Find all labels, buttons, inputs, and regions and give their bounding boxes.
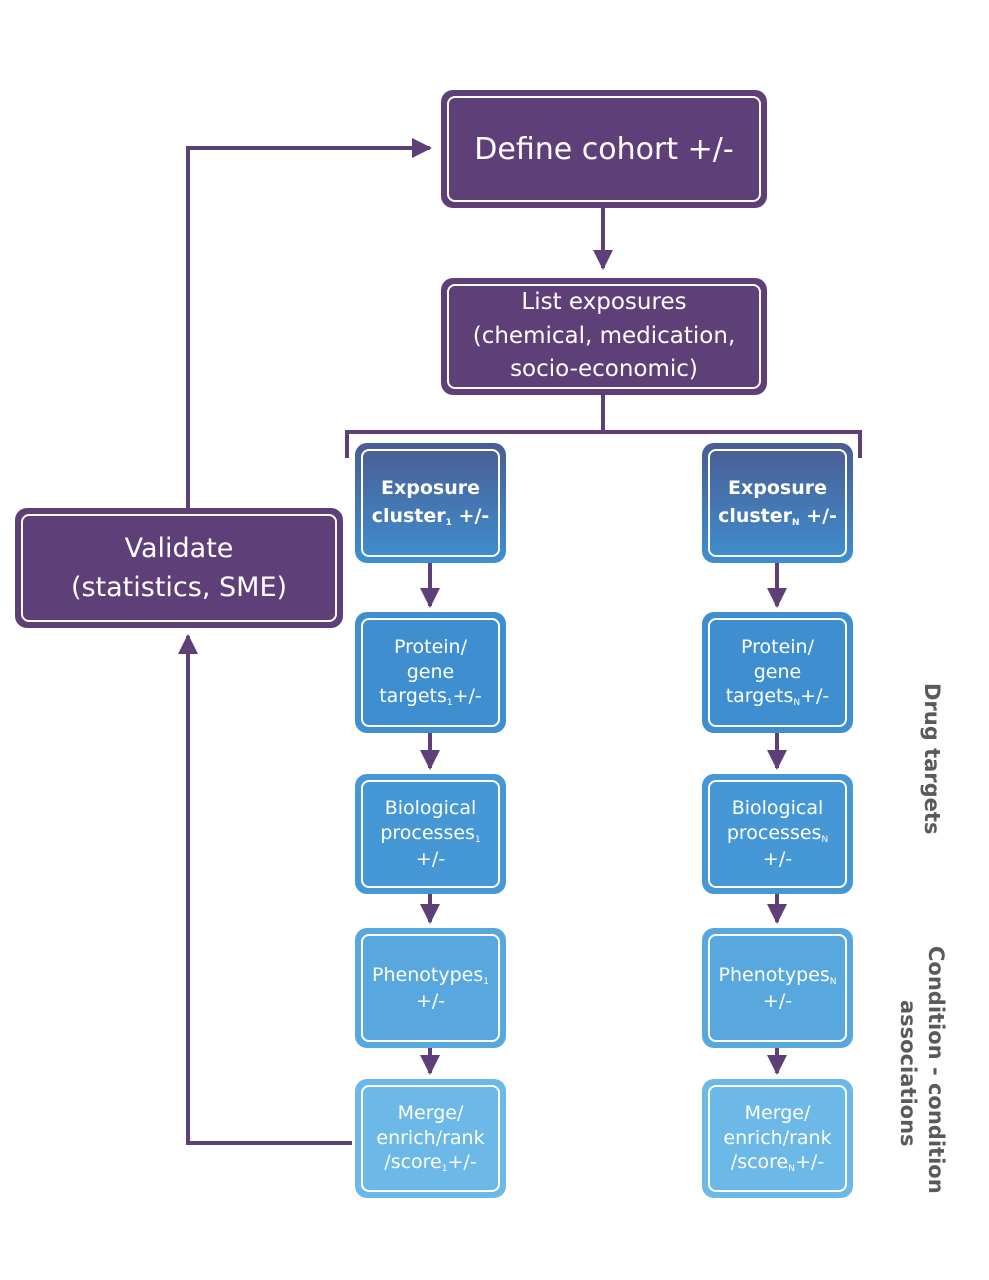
list-exposures-line-3: socio-economic) bbox=[510, 356, 698, 383]
protein-1-line-1: Protein/ bbox=[393, 635, 467, 658]
phenotypes-n-line-2: +/- bbox=[762, 989, 793, 1012]
define-cohort-label: Define cohort +/- bbox=[474, 131, 734, 167]
biological-1-line-3: +/- bbox=[415, 847, 446, 870]
phenotypes-n-line-1: PhenotypesN bbox=[718, 963, 837, 987]
protein-gene-targets-1-box: Protein/ gene targets1+/- bbox=[355, 612, 506, 733]
list-exposures-box: List exposures (chemical, medication, so… bbox=[441, 278, 767, 395]
merge-1-line-2: enrich/rank bbox=[376, 1126, 485, 1149]
biological-processes-1-box: Biological processes1 +/- bbox=[355, 774, 506, 894]
biological-n-line-3: +/- bbox=[762, 847, 793, 870]
biological-n-line-2: processesN bbox=[726, 822, 829, 846]
protein-1-line-2: gene bbox=[406, 660, 455, 683]
exposure-cluster-1-box: Exposure cluster1 +/- bbox=[355, 443, 506, 563]
subscript: 1 bbox=[445, 518, 452, 528]
biological-processes-n-box: Biological processesN +/- bbox=[702, 774, 853, 894]
merge-n-line-1: Merge/ bbox=[744, 1101, 811, 1124]
protein-n-line-3: targetsN+/- bbox=[725, 685, 830, 709]
protein-gene-targets-n-box: Protein/ gene targetsN+/- bbox=[702, 612, 853, 733]
condition-associations-label-line-1: Condition - condition bbox=[924, 946, 948, 1194]
subscript: N bbox=[788, 1164, 795, 1175]
exposure-cluster-1-line-1: Exposure bbox=[381, 477, 480, 500]
subscript: 1 bbox=[441, 1164, 448, 1175]
validate-line-2: (statistics, SME) bbox=[70, 572, 288, 603]
biological-n-line-1: Biological bbox=[731, 797, 824, 820]
exposure-cluster-n-line-2: clusterN +/- bbox=[718, 505, 837, 528]
exposure-cluster-1-line-2: cluster1 +/- bbox=[371, 505, 490, 528]
condition-associations-label-line-2: associations bbox=[896, 1000, 920, 1147]
merge-n-line-2: enrich/rank bbox=[723, 1126, 832, 1149]
biological-1-line-2: processes1 bbox=[380, 822, 481, 846]
drug-targets-label: Drug targets bbox=[920, 683, 944, 835]
arrow-merge-to-validate bbox=[178, 634, 352, 1145]
merge-n-box: Merge/ enrich/rank /scoreN+/- bbox=[702, 1079, 853, 1198]
protein-n-line-1: Protein/ bbox=[740, 635, 814, 658]
phenotypes-1-line-1: Phenotypes1 bbox=[372, 963, 489, 987]
merge-1-line-1: Merge/ bbox=[397, 1101, 464, 1124]
phenotypes-1-box: Phenotypes1 +/- bbox=[355, 928, 506, 1048]
validate-box: Validate (statistics, SME) bbox=[15, 508, 343, 628]
list-exposures-line-2: (chemical, medication, bbox=[472, 322, 736, 349]
phenotypes-n-box: PhenotypesN +/- bbox=[702, 928, 853, 1048]
subscript: 1 bbox=[446, 698, 453, 709]
subscript: 1 bbox=[474, 835, 481, 846]
biological-1-line-1: Biological bbox=[384, 797, 477, 820]
branch-bracket bbox=[345, 430, 862, 458]
subscript: N bbox=[792, 518, 800, 528]
validate-line-1: Validate bbox=[124, 532, 234, 564]
protein-n-line-2: gene bbox=[753, 660, 802, 683]
protein-1-line-3: targets1+/- bbox=[379, 685, 482, 709]
subscript: N bbox=[829, 976, 837, 987]
exposure-cluster-n-box: Exposure clusterN +/- bbox=[702, 443, 853, 563]
subscript: N bbox=[793, 698, 801, 709]
merge-n-line-3: /scoreN+/- bbox=[730, 1151, 825, 1175]
phenotypes-1-line-2: +/- bbox=[415, 989, 446, 1012]
subscript: 1 bbox=[483, 976, 489, 987]
arrow-validate-to-define bbox=[186, 138, 432, 510]
define-cohort-box: Define cohort +/- bbox=[441, 90, 767, 208]
exposure-cluster-n-line-1: Exposure bbox=[728, 477, 827, 500]
merge-1-line-3: /score1+/- bbox=[384, 1151, 477, 1175]
merge-1-box: Merge/ enrich/rank /score1+/- bbox=[355, 1079, 506, 1198]
list-exposures-line-1: List exposures bbox=[521, 289, 687, 316]
subscript: N bbox=[821, 835, 829, 846]
